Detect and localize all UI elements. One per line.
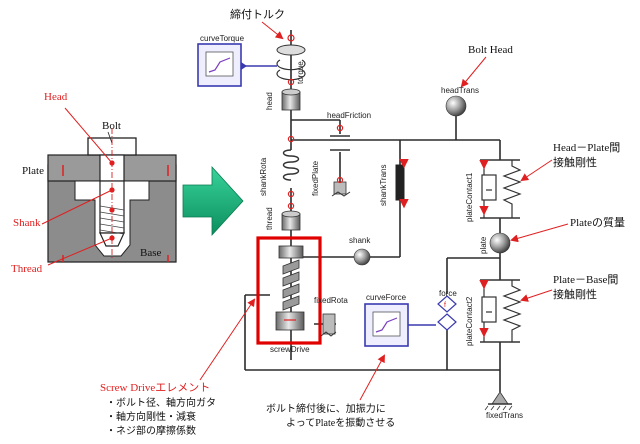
label-bolt: Bolt xyxy=(102,120,121,132)
annotation-head-plate-2: 接触剛性 xyxy=(553,155,597,169)
fixed-rota-icon[interactable] xyxy=(320,313,337,337)
plate-contact1-icon[interactable] xyxy=(479,159,522,219)
annotation-screw-drive-title: Screw Driveエレメント xyxy=(100,382,210,394)
bolt-cross-section xyxy=(41,107,177,266)
annotation-excitation-1: ボルト締付後に、加振力に xyxy=(266,402,386,415)
annotation-screw-drive-bullet-1: ・ボルト径、軸方向ガタ xyxy=(106,396,216,409)
fixed-trans-ground-icon[interactable] xyxy=(484,391,513,411)
thread-disk[interactable] xyxy=(281,202,301,231)
label-shank-rota: shankRota xyxy=(259,157,268,196)
annotation-plate-base-2: 接触剛性 xyxy=(553,287,597,301)
head-friction-icon[interactable] xyxy=(330,124,350,151)
label-fixed-trans: fixedTrans xyxy=(486,411,523,420)
annotation-screw-drive-bullet-3: ・ネジ部の摩擦係数 xyxy=(106,424,196,437)
label-head-disk: head xyxy=(265,92,274,110)
label-plate: plate xyxy=(479,236,488,254)
screw-drive-element[interactable] xyxy=(275,245,305,331)
shank-rota-spring-icon[interactable] xyxy=(281,135,301,198)
shank-mass-icon[interactable] xyxy=(353,248,371,266)
head-disk[interactable] xyxy=(281,78,301,111)
force-source-icon[interactable]: f xyxy=(437,295,457,331)
annotation-plate-base-1: Plate－Base間 xyxy=(553,273,618,286)
label-torque: torque xyxy=(296,61,305,84)
label-shank-node: shank xyxy=(349,236,371,245)
torque-source-icon[interactable] xyxy=(276,34,306,81)
label-fixed-rota: fixedRota xyxy=(314,296,348,305)
annotation-bolt-head: Bolt Head xyxy=(468,44,513,56)
label-plate: Plate xyxy=(22,165,44,177)
plate-mass-icon[interactable] xyxy=(489,232,511,254)
svg-text:f: f xyxy=(444,302,446,309)
label-curve-force: curveForce xyxy=(366,293,407,302)
fixed-plate-icon[interactable] xyxy=(331,176,351,197)
screw-drive-highlight xyxy=(256,236,322,345)
curve-torque-block[interactable] xyxy=(197,43,247,87)
green-arrow-icon xyxy=(182,165,244,237)
label-plate-contact2: plateContact2 xyxy=(465,296,474,346)
annotation-screw-drive-bullet-2: ・軸方向剛性・減衰 xyxy=(106,410,196,423)
shank-trans-icon[interactable] xyxy=(395,158,409,209)
annotation-tightening-torque: 締付トルク xyxy=(230,7,285,21)
label-thread-disk: thread xyxy=(265,207,274,230)
annotation-head-plate-1: Head－Plate間 xyxy=(553,141,620,154)
label-screw-drive: screwDrive xyxy=(270,345,310,354)
plate-contact2-icon[interactable] xyxy=(479,279,522,343)
label-head-trans: headTrans xyxy=(441,86,479,95)
label-shank-trans: shankTrans xyxy=(379,165,388,207)
label-head: Head xyxy=(44,91,68,103)
annotation-plate-mass: Plateの質量 xyxy=(570,215,625,229)
label-head-friction: headFriction xyxy=(327,111,371,120)
curve-force-block[interactable] xyxy=(364,303,409,347)
label-curve-torque: curveTorque xyxy=(200,34,245,43)
head-trans-mass-icon[interactable] xyxy=(445,95,467,117)
label-fixed-plate: fixedPlate xyxy=(311,160,320,196)
label-thread: Thread xyxy=(11,263,43,275)
label-force: force xyxy=(439,289,457,298)
annotation-excitation-2: よってPlateを振動させる xyxy=(286,416,395,429)
label-base: Base xyxy=(140,247,162,259)
label-shank: Shank xyxy=(13,217,41,229)
label-plate-contact1: plateContact1 xyxy=(465,172,474,222)
